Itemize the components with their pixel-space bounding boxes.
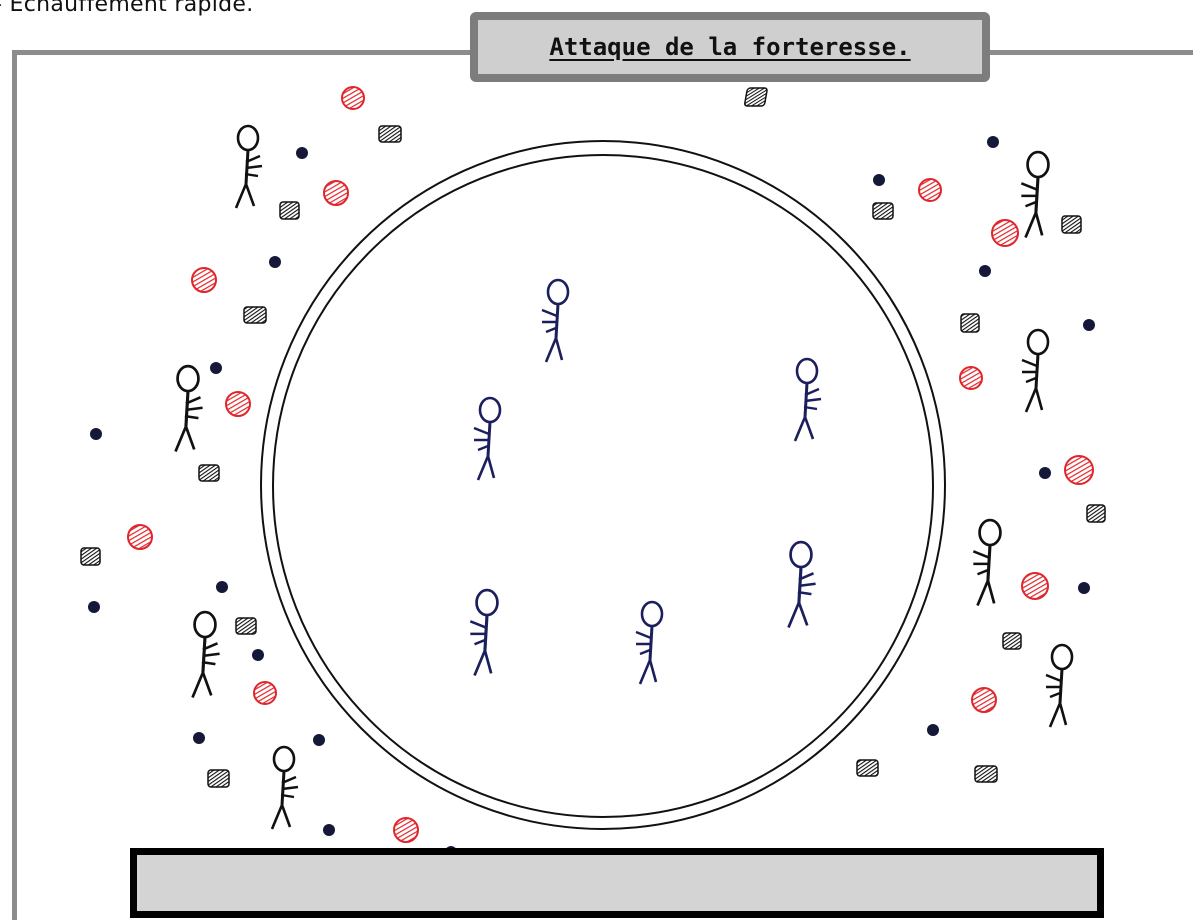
hatched-plot	[857, 760, 878, 776]
defender-figure	[542, 280, 568, 362]
attacker-figure	[176, 366, 203, 451]
instructions-box	[130, 848, 1104, 918]
red-ball	[342, 87, 364, 109]
dark-ball	[313, 734, 325, 746]
red-ball	[394, 818, 418, 842]
attacker-figure	[236, 126, 262, 208]
red-ball	[1022, 573, 1048, 599]
dark-ball	[90, 428, 102, 440]
dark-ball	[269, 256, 281, 268]
dark-ball	[210, 362, 222, 374]
attacker-figure	[1022, 330, 1048, 412]
hatched-plot	[280, 202, 299, 219]
red-ball	[992, 220, 1018, 246]
hatched-plot	[81, 548, 100, 565]
attacker-figure	[973, 520, 1000, 605]
hatched-plot	[208, 770, 229, 787]
hatched-plot	[199, 465, 219, 481]
defender-figure	[474, 398, 500, 480]
dark-ball	[979, 265, 991, 277]
hatched-plot	[744, 88, 767, 106]
field-drawing	[0, 0, 1193, 899]
red-ball	[226, 392, 250, 416]
red-ball	[972, 688, 996, 712]
red-ball	[324, 181, 348, 205]
attacker-figure	[193, 612, 220, 697]
dark-ball	[1078, 582, 1090, 594]
attacker-figure	[272, 747, 298, 829]
defender-figure	[636, 602, 662, 684]
dark-ball	[88, 601, 100, 613]
hatched-plot	[961, 314, 979, 332]
dark-ball	[216, 581, 228, 593]
attacker-figure	[1046, 645, 1072, 727]
fortress-wall	[261, 141, 945, 829]
red-ball	[1065, 456, 1093, 484]
hatched-plot	[244, 307, 266, 323]
defender-figure	[795, 359, 821, 441]
hatched-plot	[873, 203, 893, 219]
red-ball	[192, 268, 216, 292]
red-ball	[960, 367, 982, 389]
dark-ball	[927, 724, 939, 736]
dark-ball	[1039, 467, 1051, 479]
hatched-plot	[1062, 216, 1081, 233]
dark-ball	[296, 147, 308, 159]
attacker-figure	[1021, 152, 1048, 237]
dark-ball	[1083, 319, 1095, 331]
red-ball	[128, 525, 152, 549]
defender-figure	[789, 542, 816, 627]
hatched-plot	[236, 618, 256, 634]
red-ball	[919, 179, 941, 201]
dark-ball	[873, 174, 885, 186]
hatched-plot	[1003, 633, 1021, 649]
dark-ball	[252, 649, 264, 661]
hatched-plot	[1087, 505, 1105, 522]
dark-ball	[193, 732, 205, 744]
hatched-plot	[975, 766, 997, 782]
defender-figure	[470, 590, 497, 675]
hatched-plot	[379, 126, 401, 142]
dark-ball	[323, 824, 335, 836]
dark-ball	[987, 136, 999, 148]
red-ball	[254, 682, 276, 704]
